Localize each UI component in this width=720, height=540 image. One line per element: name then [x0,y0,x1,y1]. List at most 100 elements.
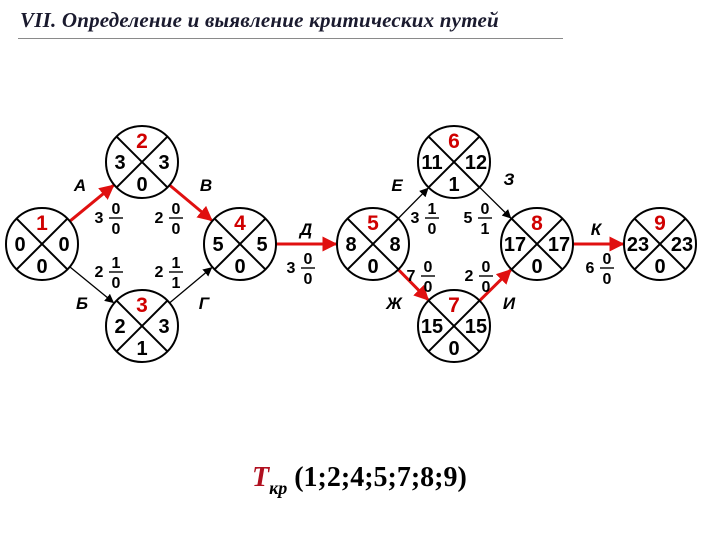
edge-reserve-top: 0 [424,259,433,276]
node-cross-line [427,135,481,189]
node-late-time: 3 [158,316,169,338]
edge-label: И [503,294,516,313]
node-cross-line [427,299,481,353]
critical-path-formula: Tкр (1;2;4;5;7;8;9) [252,462,467,498]
node-cross-line [15,217,69,271]
edge-duration: 7 [407,268,416,285]
edge-reserve-top: 1 [428,201,437,218]
edge-6-arrow [397,187,429,219]
node-cross-line [213,217,267,271]
node-number: 4 [234,212,246,235]
node-late-time: 5 [256,234,267,256]
edge-1-arrow [68,184,115,223]
node-late-time: 0 [58,234,69,256]
edge-reserve-bottom: 0 [172,221,181,238]
node-late-time: 8 [389,234,400,256]
node-number: 5 [367,212,379,235]
node-cross-line [633,217,687,271]
node-number: 1 [36,212,48,235]
critical-path-value: (1;2;4;5;7;8;9) [294,462,467,493]
edge-reserve-top: 0 [304,251,313,268]
edge-reserve-top: 0 [603,251,612,268]
node-early-time: 15 [421,316,443,338]
node-number: 7 [448,294,460,317]
node-cross-line [115,299,169,353]
node-cross-line [346,217,400,271]
edge-duration: 6 [586,260,595,277]
edge-reserve-bottom: 0 [304,271,313,288]
edge-9-arrow [478,268,512,302]
edge-4-arrow [169,267,213,304]
node-reserve: 1 [448,174,459,196]
node-late-time: 23 [671,234,693,256]
node-reserve: 0 [36,256,47,278]
edge-label: Б [76,294,88,313]
edge-duration: 2 [465,268,474,285]
node-early-time: 5 [212,234,223,256]
node-number: 8 [531,212,543,235]
edge-reserve-top: 0 [112,201,121,218]
node-reserve: 0 [234,256,245,278]
node-early-time: 17 [504,234,526,256]
edge-duration: 3 [411,210,420,227]
edge-duration: 2 [155,264,164,281]
edge-label: З [504,170,515,189]
edge-label: Е [391,176,403,195]
node-reserve: 1 [136,338,147,360]
node-reserve: 0 [531,256,542,278]
node-number: 2 [136,130,148,153]
edge-8-arrow [479,186,512,219]
edge-reserve-top: 1 [112,255,121,272]
node-late-time: 15 [465,316,487,338]
edge-label: А [73,176,86,195]
node-reserve: 0 [654,256,665,278]
node-number: 6 [448,130,460,153]
edge-reserve-bottom: 1 [481,221,490,238]
edge-label: Г [199,294,211,313]
event-node-4: 45 50 [203,207,277,281]
edge-reserve-top: 0 [481,201,490,218]
edge-duration: 3 [287,260,296,277]
node-late-time: 17 [548,234,570,256]
edge-reserve-bottom: 0 [112,275,121,292]
edge-label: Д [298,220,312,239]
edge-reserve-top: 0 [172,201,181,218]
edge-reserve-bottom: 0 [424,279,433,296]
edge-7-arrow [397,268,430,301]
edge-duration: 2 [155,210,164,227]
title-underline [18,38,563,39]
node-early-time: 0 [14,234,25,256]
edge-duration: 3 [95,210,104,227]
node-late-time: 12 [465,152,487,174]
edge-reserve-top: 0 [482,259,491,276]
node-number: 3 [136,294,148,317]
edge-duration: 2 [95,264,104,281]
node-late-time: 3 [158,152,169,174]
node-early-time: 8 [345,234,356,256]
node-early-time: 2 [114,316,125,338]
edge-label: К [591,220,603,239]
node-reserve: 0 [448,338,459,360]
critical-path-symbol: T [252,462,270,493]
node-cross-line [510,217,564,271]
node-reserve: 0 [136,174,147,196]
node-early-time: 23 [627,234,649,256]
edge-label: Ж [385,294,403,313]
edge-reserve-bottom: 1 [172,275,181,292]
edge-reserve-bottom: 0 [428,221,437,238]
edge-2-arrow [69,266,115,304]
edge-duration: 5 [464,210,473,227]
node-number: 9 [654,212,666,235]
event-node-6: 6 11 12 1 [417,125,491,199]
node-early-time: 11 [421,152,442,174]
